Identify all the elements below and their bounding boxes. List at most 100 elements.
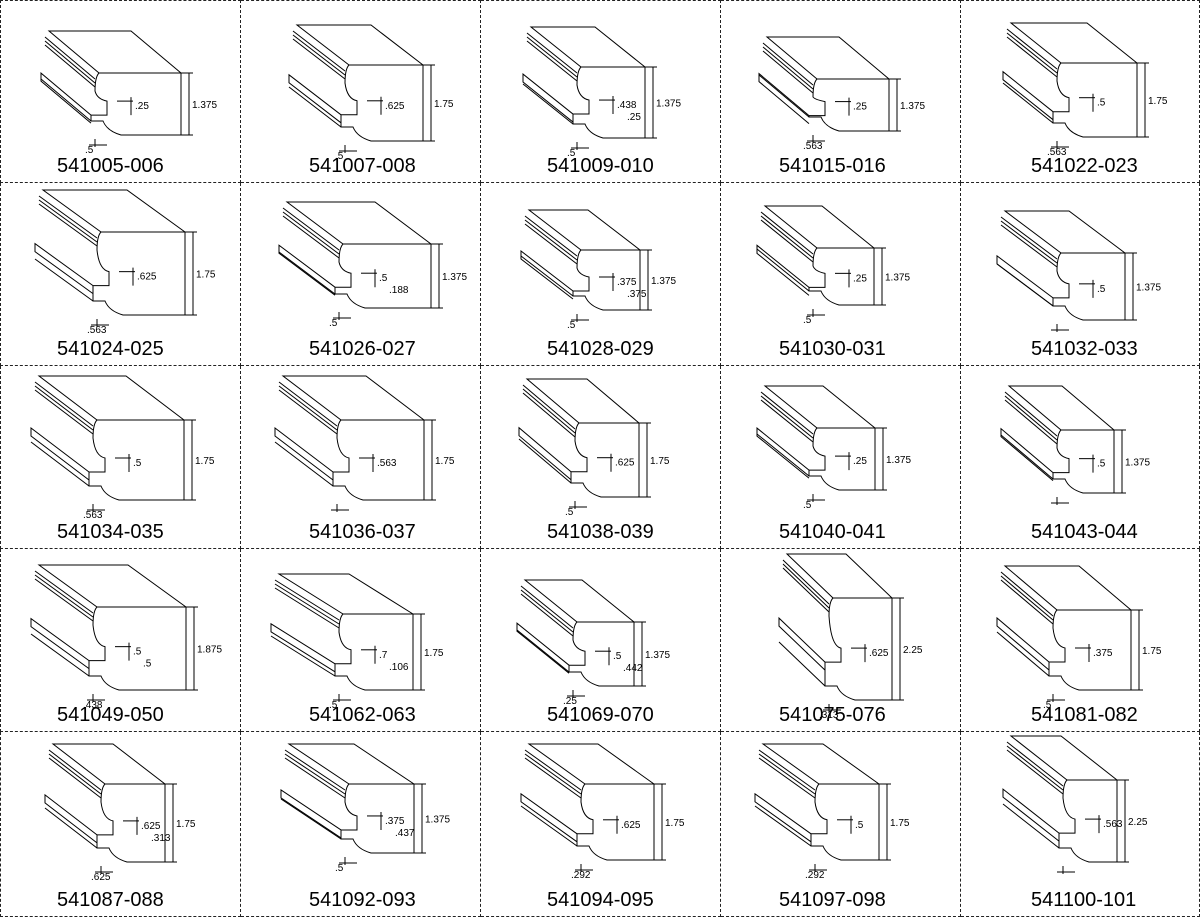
moulding-profile-drawing: 1.75 .625 .292 xyxy=(520,743,685,881)
profile-end-face xyxy=(572,66,646,139)
part-number-label: 541038-039 xyxy=(547,521,654,543)
moulding-profile-drawing: 1.375.25.563 xyxy=(758,36,925,152)
height-dimension-label: 1.875 xyxy=(197,645,222,656)
part-number-label: 541049-050 xyxy=(57,704,164,726)
part-number-label: 541097-098 xyxy=(779,889,886,911)
moulding-profile-drawing: 1.375 .375 .5 .437 xyxy=(280,743,450,874)
height-dimension-label: 1.75 xyxy=(650,456,670,467)
dimension-label: .563 xyxy=(83,510,103,521)
profile-top-face xyxy=(281,375,425,421)
dimension-label: .442 xyxy=(623,663,643,674)
dimension-label: .5 xyxy=(329,318,338,329)
height-dimension-label: 1.375 xyxy=(886,455,911,466)
part-number-label: 541069-070 xyxy=(547,704,654,726)
profile-top-face xyxy=(1007,385,1115,431)
profile-end-face xyxy=(90,72,182,136)
moulding-profile-drawing: 1.75.375.5 xyxy=(996,565,1162,711)
profile-end-face xyxy=(1048,609,1132,691)
part-number-label: 541100-101 xyxy=(1031,889,1137,911)
part-number-label: 541024-025 xyxy=(57,338,164,360)
profile-end-face xyxy=(808,247,875,306)
height-dimension-label: 1.75 xyxy=(1148,96,1168,107)
profile-end-face xyxy=(1052,62,1138,138)
dimension-label: .106 xyxy=(389,662,409,673)
profile-top-face xyxy=(763,385,876,429)
height-dimension-label: 1.375 xyxy=(1136,283,1161,294)
part-number-label: 541081-082 xyxy=(1031,704,1138,726)
dimension-label: .5 xyxy=(803,315,812,326)
profile-top-face xyxy=(41,189,186,233)
dimension-label: .292 xyxy=(571,870,591,881)
moulding-profile-drawing: 2.25.563 xyxy=(1002,735,1148,874)
part-number-label: 541036-037 xyxy=(309,521,416,543)
dimension-label: .375 xyxy=(385,816,405,827)
profile-end-face xyxy=(334,243,432,309)
moulding-profile-drawing: 1.875.5.438.5 xyxy=(30,564,222,711)
moulding-profile-drawing: 1.375.5.5.188 xyxy=(278,201,467,329)
profile-end-face xyxy=(572,249,641,311)
moulding-profile-drawing: 1.75.625.625.313 xyxy=(44,743,196,883)
profile-end-face xyxy=(1052,252,1126,321)
dimension-label: .5 xyxy=(143,659,152,670)
profile-top-face xyxy=(1009,735,1118,781)
profile-top-face xyxy=(37,564,187,608)
dimension-label: .5 xyxy=(613,651,622,662)
dimension-label: .25 xyxy=(135,101,149,112)
profile-end-face xyxy=(340,64,424,142)
dimension-label: .5 xyxy=(133,458,142,469)
dimension-label: .292 xyxy=(805,870,825,881)
profile-top-face xyxy=(527,743,655,785)
height-dimension-label: 1.75 xyxy=(176,819,196,830)
profile-top-face xyxy=(1003,565,1132,611)
profile-cell-541100-101: 2.25.563 541100-101 xyxy=(961,732,1200,917)
dimension-label: .5 xyxy=(335,863,344,874)
dimension-label: .5 xyxy=(133,647,142,658)
height-dimension-label: 2.25 xyxy=(903,645,923,656)
dimension-label: .563 xyxy=(1103,819,1123,830)
dimension-label: .625 xyxy=(621,820,641,831)
profile-end-face xyxy=(88,419,185,501)
moulding-profile-drawing: 1.375.5.25.442 xyxy=(516,579,670,707)
profile-end-face xyxy=(332,419,425,501)
part-number-label: 541040-041 xyxy=(779,521,886,543)
height-dimension-label: 1.75 xyxy=(665,818,685,829)
height-dimension-label: 1.75 xyxy=(434,99,454,110)
dimension-label: .188 xyxy=(389,285,409,296)
profile-top-face xyxy=(1003,210,1126,254)
dimension-label: .625 xyxy=(615,458,635,469)
height-dimension-label: 1.75 xyxy=(435,456,455,467)
dimension-label: .375 xyxy=(617,277,637,288)
dimension-label: .5 xyxy=(1043,700,1052,711)
dimension-label: .563 xyxy=(377,458,397,469)
moulding-profile-drawing: 2.25.625.313 xyxy=(778,553,923,721)
moulding-profile-drawing: 1.375.5 xyxy=(1000,385,1150,505)
moulding-profile-drawing: 1.75.625.5 xyxy=(518,378,670,518)
profile-end-face xyxy=(808,78,890,132)
profile-end-face xyxy=(92,231,186,316)
dimension-label: .5 xyxy=(567,148,576,159)
profile-top-face xyxy=(51,743,166,785)
dimension-label: .5 xyxy=(855,820,864,831)
profile-end-face xyxy=(334,613,414,691)
profile-cell-541036-037: 1.75 .563 541036-037 xyxy=(241,366,481,549)
moulding-profile-drawing: 1.75.625.563 xyxy=(34,189,216,336)
profile-top-face xyxy=(763,205,875,249)
profile-top-face xyxy=(765,36,890,80)
dimension-label: .5 xyxy=(1097,284,1106,295)
part-number-label: 541062-063 xyxy=(309,704,416,726)
dimension-label: .437 xyxy=(395,828,415,839)
part-number-label: 541075-076 xyxy=(779,704,886,726)
dimension-label: .625 xyxy=(385,101,405,112)
height-dimension-label: 1.375 xyxy=(425,815,450,826)
part-number-label: 541092-093 xyxy=(309,889,416,911)
height-dimension-label: 1.375 xyxy=(442,272,467,283)
